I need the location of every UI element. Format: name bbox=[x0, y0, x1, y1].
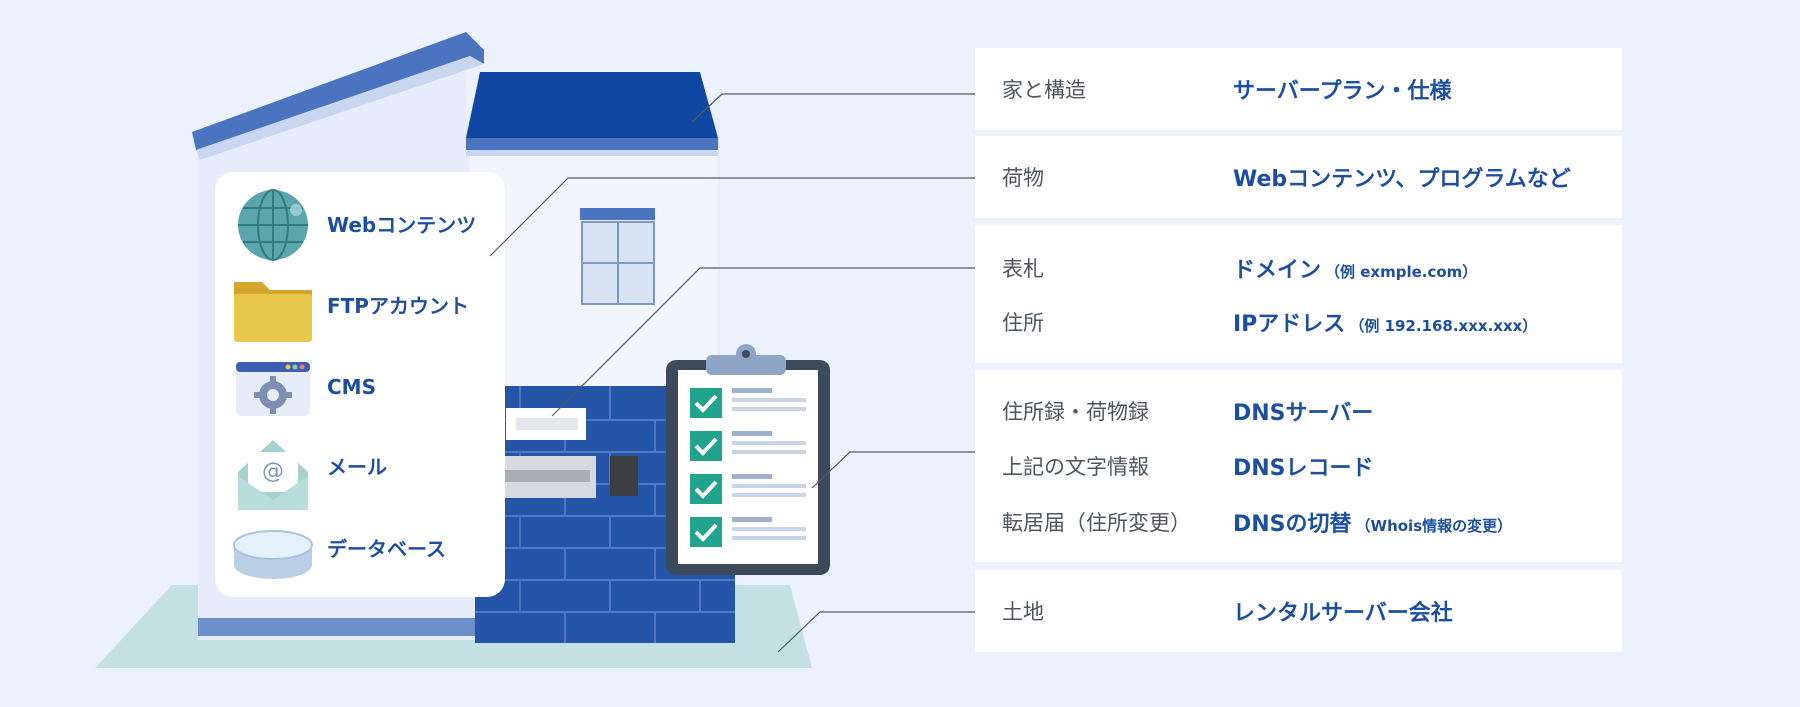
row-label: 荷物 bbox=[1002, 166, 1044, 190]
mailbox-door bbox=[610, 456, 638, 496]
mail-icon: @ bbox=[238, 440, 308, 510]
house-roof-left-edge bbox=[196, 56, 484, 160]
item-label-cms: CMS bbox=[327, 375, 376, 399]
row-label: 土地 bbox=[1002, 600, 1044, 624]
row-value: DNSの切替（Whois情報の変更） bbox=[1233, 512, 1513, 537]
folder-icon bbox=[234, 282, 312, 342]
row-value: IPアドレス（例 192.168.xxx.xxx） bbox=[1233, 312, 1538, 337]
row-value: DNSレコード bbox=[1233, 456, 1374, 481]
row-value: レンタルサーバー会社 bbox=[1233, 601, 1453, 626]
mapping-group-land: 土地 レンタルサーバー会社 bbox=[975, 570, 1622, 652]
row-value: ドメイン（例 exmple.com） bbox=[1233, 258, 1478, 283]
connector-lines bbox=[489, 93, 975, 653]
mapping-group-content: 荷物 Webコンテンツ、プログラムなど bbox=[975, 136, 1622, 218]
row-label: 表札 bbox=[1002, 257, 1044, 281]
item-label-ftp: FTPアカウント bbox=[327, 294, 469, 318]
row-note: （Whois情報の変更） bbox=[1355, 517, 1513, 535]
row-label: 住所録・荷物録 bbox=[1002, 400, 1149, 424]
row-label: 上記の文字情報 bbox=[1002, 455, 1149, 479]
row-label: 住所 bbox=[1002, 311, 1044, 335]
svg-text:@: @ bbox=[262, 459, 284, 484]
row-value: サーバープラン・仕様 bbox=[1233, 79, 1452, 104]
mapping-group-dns: 住所録・荷物録 DNSサーバー 上記の文字情報 DNSレコード 転居届（住所変更… bbox=[975, 370, 1622, 562]
row-label: 転居届（住所変更） bbox=[1002, 511, 1191, 535]
globe-icon bbox=[238, 189, 308, 261]
house-roof-right bbox=[466, 72, 718, 138]
house-roof-right-eave-shadow bbox=[466, 150, 718, 156]
row-value: Webコンテンツ、プログラムなど bbox=[1233, 167, 1571, 192]
mapping-group-domain: 表札 ドメイン（例 exmple.com） 住所 IPアドレス（例 192.16… bbox=[975, 225, 1622, 363]
house-roof-left bbox=[192, 32, 484, 150]
cms-gear-icon bbox=[236, 362, 310, 416]
checklist bbox=[690, 388, 806, 547]
row-note: （例 exmple.com） bbox=[1325, 263, 1478, 281]
row-label: 家と構造 bbox=[1002, 78, 1086, 102]
item-label-web: Webコンテンツ bbox=[327, 213, 476, 237]
database-icon bbox=[233, 530, 313, 579]
row-value: DNSサーバー bbox=[1233, 401, 1374, 426]
item-label-db: データベース bbox=[327, 537, 446, 561]
mapping-group-house: 家と構造 サーバープラン・仕様 bbox=[975, 48, 1622, 130]
house-roof-right-eave bbox=[466, 138, 718, 150]
window-top bbox=[580, 208, 655, 220]
item-label-mail: メール bbox=[327, 455, 387, 479]
house-left-base bbox=[198, 618, 478, 636]
row-note: （例 192.168.xxx.xxx） bbox=[1349, 317, 1538, 335]
